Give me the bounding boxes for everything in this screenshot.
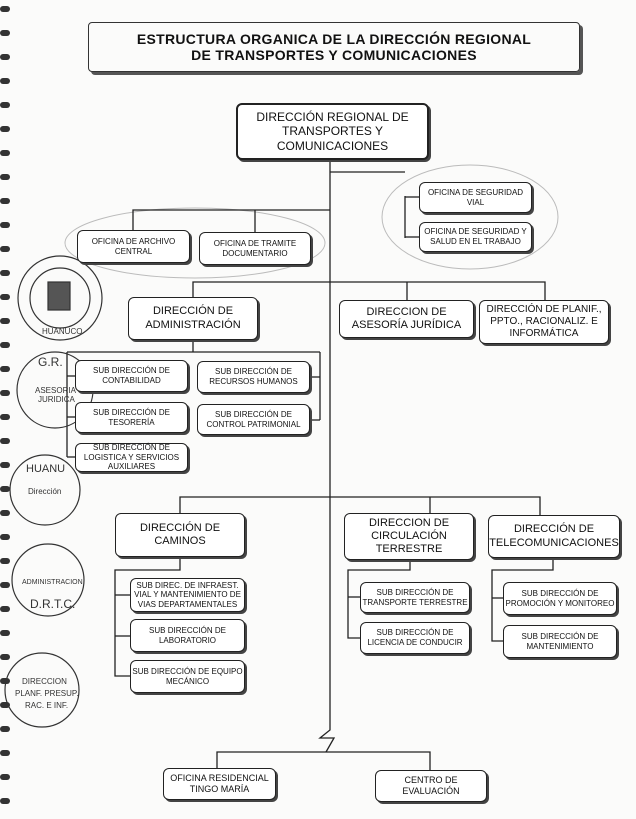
- box-planificacion: DIRECCIÓN DE PLANIF., PPTO., RACIONALIZ.…: [479, 300, 609, 344]
- svg-text:Dirección: Dirección: [28, 487, 61, 496]
- svg-text:ASESORIA: ASESORIA: [35, 386, 77, 395]
- box-archivo-central: OFICINA DE ARCHIVO CENTRAL: [77, 230, 190, 263]
- box-laboratorio: SUB DIRECCIÓN DE LABORATORIO: [130, 619, 245, 652]
- svg-text:DIRECCION: DIRECCION: [22, 677, 67, 686]
- box-oficina-tingo-maria: OFICINA RESIDENCIAL TINGO MARÍA: [163, 768, 276, 800]
- box-licencia-conducir: SUB DIRECCIÓN DE LICENCIA DE CONDUCIR: [360, 622, 470, 654]
- svg-text:G.R.: G.R.: [38, 355, 63, 369]
- box-caminos: DIRECCIÓN DE CAMINOS: [115, 513, 245, 557]
- page-title: ESTRUCTURA ORGANICA DE LA DIRECCIÓN REGI…: [88, 22, 580, 72]
- stamp-caminos: Dirección HUANU: [9, 454, 81, 526]
- svg-text:JURIDICA: JURIDICA: [38, 395, 76, 404]
- title-line-1: ESTRUCTURA ORGANICA DE LA DIRECCIÓN REGI…: [136, 31, 532, 47]
- box-control-patrimonial: SUB DIRECCIÓN DE CONTROL PATRIMONIAL: [197, 404, 310, 435]
- box-seguridad-vial: OFICINA DE SEGURIDAD VIAL: [419, 182, 532, 213]
- stamp-gobierno-regional: HUANUCO: [17, 255, 103, 341]
- box-transporte-terrestre: SUB DIRECCIÓN DE TRANSPORTE TERRESTRE: [360, 582, 470, 613]
- svg-text:HUANU: HUANU: [26, 463, 65, 475]
- title-line-2: DE TRANSPORTES Y COMUNICACIONES: [191, 47, 477, 63]
- box-logistica: SUB DIRECCIÓN DE LOGISTICA Y SERVICIOS A…: [75, 443, 188, 472]
- box-direccion-regional: DIRECCIÓN REGIONAL DE TRANSPORTES Y COMU…: [236, 103, 429, 160]
- box-telecomunicaciones: DIRECCIÓN DE TELECOMUNICACIONES: [488, 515, 620, 558]
- box-promocion-monitoreo: SUB DIRECCIÓN DE PROMOCIÓN Y MONITOREO: [503, 582, 617, 615]
- box-administracion: DIRECCIÓN DE ADMINISTRACIÓN: [128, 297, 258, 340]
- stamp-administracion: ADMINISTRACION D.R.T.C.: [11, 543, 85, 617]
- box-mantenimiento: SUB DIRECCIÓN DE MANTENIMIENTO: [503, 625, 617, 658]
- box-recursos-humanos: SUB DIRECCIÓN DE RECURSOS HUMANOS: [197, 361, 310, 393]
- box-infraestructura-vial: SUB DIREC. DE INFRAEST. VIAL Y MANTENIMI…: [130, 578, 245, 612]
- box-seguridad-salud: OFICINA DE SEGURIDAD Y SALUD EN EL TRABA…: [419, 222, 532, 252]
- svg-text:HUANUCO: HUANUCO: [42, 327, 82, 336]
- box-contabilidad: SUB DIRECCIÓN DE CONTABILIDAD: [75, 360, 188, 392]
- box-centro-evaluacion: CENTRO DE EVALUACIÓN: [375, 770, 487, 802]
- svg-text:PLANF. PRESUP.: PLANF. PRESUP.: [15, 689, 78, 698]
- box-tesoreria: SUB DIRECCIÓN DE TESORERÍA: [75, 402, 188, 433]
- spiral-binding: [0, 6, 10, 804]
- box-equipo-mecanico: SUB DIRECCIÓN DE EQUIPO MECÁNICO: [130, 660, 245, 693]
- stamp-planificacion: DIRECCION PLANF. PRESUP. RAC. E INF.: [4, 652, 80, 728]
- box-circulacion-terrestre: DIRECCION DE CIRCULACIÓN TERRESTRE: [344, 513, 474, 560]
- svg-text:D.R.T.C.: D.R.T.C.: [30, 597, 75, 611]
- box-tramite-documentario: OFICINA DE TRAMITE DOCUMENTARIO: [199, 232, 311, 265]
- box-asesoria-juridica: DIRECCION DE ASESORÍA JURÍDICA: [339, 300, 474, 338]
- svg-text:RAC. E INF.: RAC. E INF.: [25, 701, 68, 710]
- svg-text:ADMINISTRACION: ADMINISTRACION: [22, 579, 83, 586]
